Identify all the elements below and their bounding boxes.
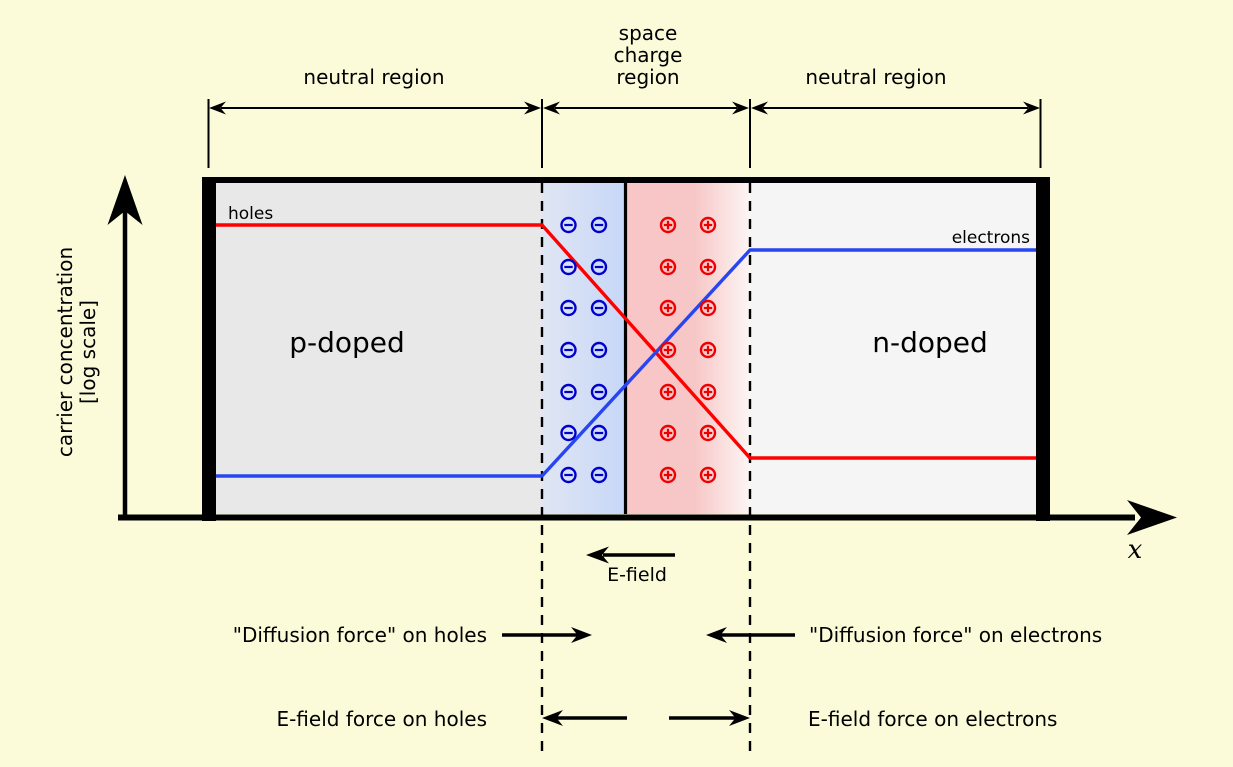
diffusion-force-electrons-label: "Diffusion force" on electrons (809, 623, 1102, 647)
positive-charge-icon (699, 466, 717, 484)
negative-charge-icon (560, 299, 577, 317)
p-region-fill (216, 183, 542, 514)
device-box-frame (202, 177, 1050, 521)
diffusion-force-electrons-annotation: "Diffusion force" on electrons (706, 623, 1102, 647)
arrowhead-right-icon (732, 101, 749, 115)
negative-charge-icon (560, 466, 577, 484)
measure-arrow-neutral-left (209, 101, 541, 115)
space-charge-label-line3: region (616, 65, 679, 89)
positive-charge-icon (659, 383, 677, 401)
positive-charge-icon (699, 424, 717, 442)
positive-charge-icon (699, 258, 717, 276)
holes-curve-label: holes (228, 204, 273, 224)
efield-force-electrons-annotation: E-field force on electrons (669, 707, 1057, 731)
efield-label: E-field (607, 564, 667, 586)
x-axis: x (118, 500, 1177, 565)
negative-charge-icon (560, 424, 577, 442)
y-axis-arrowhead-icon (107, 175, 143, 225)
negative-charge-icon (560, 341, 577, 359)
positive-charge-icon (659, 299, 677, 317)
acceptor-ions-grid (560, 216, 608, 484)
negative-charge-icon (590, 424, 608, 442)
neutral-region-right-label: neutral region (805, 65, 946, 89)
diffusion-force-holes-label: "Diffusion force" on holes (233, 623, 487, 647)
y-axis-label-line2: [log scale] (76, 300, 100, 404)
depletion-positive-fill (625, 183, 750, 514)
positive-charge-icon (659, 216, 677, 234)
p-doped-label: p-doped (289, 326, 405, 359)
measure-arrow-neutral-right (751, 101, 1040, 115)
negative-charge-icon (590, 466, 608, 484)
y-axis-label-line1: carrier concentration (53, 247, 77, 457)
arrowhead-left-icon (209, 101, 226, 115)
negative-charge-icon (590, 341, 608, 359)
negative-charge-icon (560, 216, 577, 234)
positive-charge-icon (659, 466, 677, 484)
arrowhead-left-icon (706, 627, 727, 643)
efield-force-holes-label: E-field force on holes (276, 707, 487, 731)
arrowhead-left-icon (542, 710, 563, 726)
arrowhead-right-icon (571, 627, 592, 643)
positive-charge-icon (699, 341, 717, 359)
top-region-annotation: neutral region space charge region neutr… (207, 21, 1042, 168)
efield-force-holes-annotation: E-field force on holes (276, 707, 627, 731)
space-charge-label-line2: charge (614, 43, 683, 67)
negative-charge-icon (590, 216, 608, 234)
arrowhead-right-icon (524, 101, 541, 115)
arrowhead-right-icon (1023, 101, 1040, 115)
arrowhead-left-icon (543, 101, 560, 115)
negative-charge-icon (590, 383, 608, 401)
efield-force-electrons-label: E-field force on electrons (808, 707, 1057, 731)
positive-charge-icon (659, 341, 677, 359)
electrons-curve-label: electrons (952, 228, 1030, 248)
x-axis-label: x (1128, 535, 1143, 565)
box-left-contact (202, 177, 216, 521)
holes-curve (216, 223, 1036, 460)
arrowhead-right-icon (729, 710, 750, 726)
arrowhead-left-icon (751, 101, 768, 115)
efield-arrowhead-icon (586, 546, 609, 564)
x-axis-arrowhead-icon (1127, 500, 1177, 535)
n-doped-label: n-doped (872, 326, 988, 359)
y-axis: carrier concentration [log scale] (53, 175, 143, 519)
electrons-curve (216, 248, 1036, 478)
negative-charge-icon (560, 383, 577, 401)
negative-charge-icon (590, 299, 608, 317)
efield-annotation: E-field (586, 546, 675, 586)
diffusion-force-holes-annotation: "Diffusion force" on holes (233, 623, 592, 647)
space-charge-label-line1: space (619, 21, 678, 45)
positive-charge-icon (699, 299, 717, 317)
box-top-border (202, 177, 1050, 183)
positive-charge-icon (659, 258, 677, 276)
negative-charge-icon (560, 258, 577, 276)
neutral-region-left-label: neutral region (303, 65, 444, 89)
measure-arrow-space-charge (543, 101, 749, 115)
box-right-contact (1036, 177, 1050, 521)
donor-ions-grid (659, 216, 717, 484)
negative-charge-icon (590, 258, 608, 276)
positive-charge-icon (699, 216, 717, 234)
positive-charge-icon (659, 424, 677, 442)
positive-charge-icon (699, 383, 717, 401)
y-axis-label: carrier concentration [log scale] (53, 247, 100, 457)
